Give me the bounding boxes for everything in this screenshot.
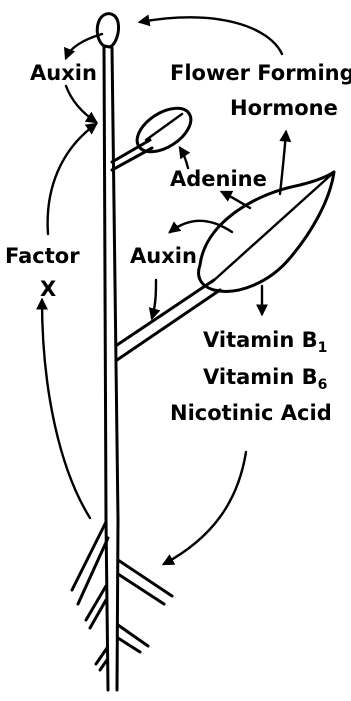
root-left-lower <box>96 648 107 670</box>
label-auxin-top: Auxin <box>30 61 97 85</box>
label-vitamin-b6: Vitamin B6 <box>203 365 327 393</box>
label-auxin-mid: Auxin <box>130 244 197 268</box>
label-factor-x: X <box>40 277 56 301</box>
arrow-factor-to-stem <box>48 124 96 234</box>
axillary-bud <box>130 99 199 160</box>
arrow-leaf-to-flower <box>280 132 286 194</box>
upper-branch <box>112 140 152 170</box>
root-left-mid <box>86 586 106 628</box>
arrow-tip-to-auxin <box>66 34 102 58</box>
root-right-upper <box>118 560 172 604</box>
label-hormone: Hormone <box>230 96 338 120</box>
label-adenine: Adenine <box>170 167 267 191</box>
root-right-mid <box>118 625 148 652</box>
arrow-leaf-to-adenine <box>222 192 250 208</box>
label-nicotinic-acid: Nicotinic Acid <box>170 401 332 425</box>
label-factor: Factor <box>5 244 80 268</box>
arrow-auxin-to-stem-mid <box>152 280 156 318</box>
terminal-bud <box>97 14 118 47</box>
arrow-adenine-to-bud <box>180 148 188 168</box>
main-stem <box>104 46 118 690</box>
label-vitamin-b1: Vitamin B1 <box>203 328 327 356</box>
arrow-auxin-to-stem <box>66 86 96 122</box>
label-flower-forming: Flower Forming <box>170 61 351 85</box>
arrow-flower-to-tip <box>140 17 282 54</box>
arrow-vitamins-to-roots <box>164 452 246 564</box>
arrow-root-to-factor <box>42 300 90 518</box>
